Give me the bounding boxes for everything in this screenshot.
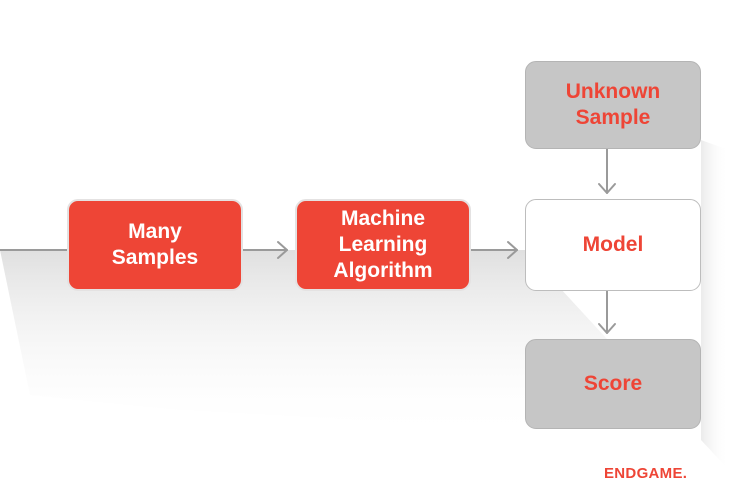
arrowhead-algorithm-icon — [277, 241, 288, 259]
arrowhead-score-icon — [598, 323, 616, 334]
shadow-side — [701, 140, 729, 470]
arrowhead-model-top-icon — [598, 183, 616, 194]
node-many-samples: Many Samples — [67, 199, 243, 291]
node-score: Score — [525, 339, 701, 429]
node-unknown-sample: Unknown Sample — [525, 61, 701, 149]
arrowhead-model-icon — [507, 241, 518, 259]
endgame-logo: ENDGAME. — [604, 465, 688, 482]
node-model: Model — [525, 199, 701, 291]
node-machine-learning-algorithm: Machine Learning Algorithm — [295, 199, 471, 291]
